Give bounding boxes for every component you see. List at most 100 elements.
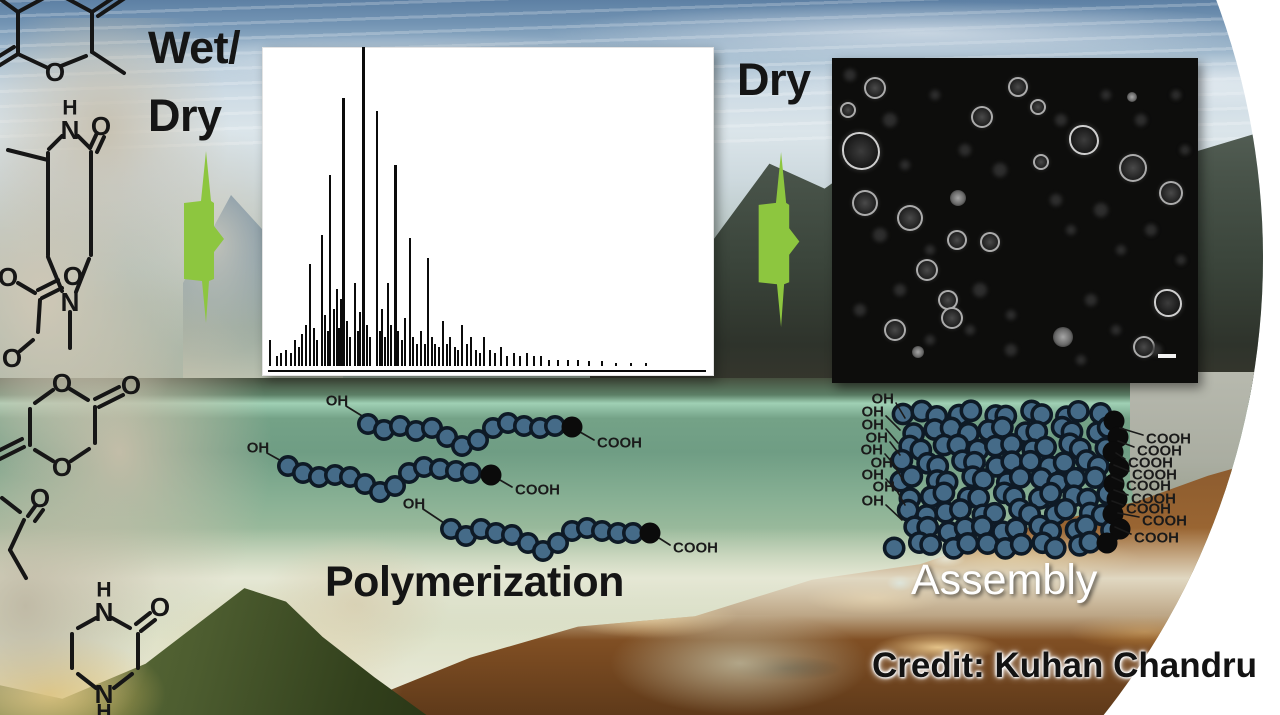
spectrum-peak — [525, 353, 528, 366]
droplet-dim — [894, 284, 907, 297]
assembly-label: Assembly — [911, 556, 1098, 604]
spectrum-peak — [460, 324, 463, 366]
droplet-dim — [925, 335, 936, 346]
droplet-dim — [1115, 245, 1126, 256]
spectrum-peak — [320, 235, 323, 366]
credit-label: Credit: Kuhan Chandru — [872, 646, 1257, 685]
droplet-dim — [959, 143, 972, 156]
spectrum-peak — [415, 343, 418, 366]
spectrum-peak — [362, 47, 365, 366]
droplet-ring — [851, 189, 878, 216]
spectrum-peak — [324, 314, 327, 366]
spectrum-peak — [400, 340, 403, 366]
spectrum-peak — [346, 321, 349, 366]
spectrum-peak — [614, 362, 617, 366]
droplet-dim — [1149, 343, 1162, 356]
spectrum-peak — [494, 353, 497, 366]
spectrum-peak — [408, 238, 411, 366]
spectrum-peak — [506, 356, 509, 366]
spectrum-peak — [294, 340, 297, 366]
spectrum-peak — [427, 257, 430, 366]
droplet-dim — [1180, 144, 1191, 155]
wet-dry-label: Wet/ Dry — [148, 22, 241, 142]
spectrum-peak — [420, 330, 423, 366]
droplet-dim — [1084, 294, 1097, 307]
droplet-ring — [947, 230, 968, 250]
droplet-ring — [1029, 99, 1046, 116]
droplet-dim — [930, 90, 941, 101]
spectrum-peak — [630, 362, 632, 366]
spectrum-peaks — [267, 47, 707, 369]
spectrum-peak — [457, 350, 460, 366]
spectrum-peak — [479, 353, 482, 366]
spectrum-peak — [567, 359, 570, 366]
spectrum-peak — [342, 98, 345, 366]
spectrum-peak — [442, 321, 445, 366]
spectrum-peak — [404, 318, 407, 366]
spectrum-baseline-axis — [267, 369, 707, 372]
spectrum-peak — [394, 165, 397, 366]
spectrum-peak — [297, 346, 300, 366]
dry-label: Dry — [737, 54, 811, 105]
spectrum-peak — [557, 359, 560, 366]
spectrum-peak — [488, 350, 491, 366]
droplet-bright — [1127, 92, 1138, 102]
spectrum-peak — [381, 308, 384, 366]
spectrum-peak — [483, 337, 486, 366]
droplet-bright — [912, 346, 925, 359]
spectrum-peak — [390, 324, 393, 366]
droplet-ring — [916, 258, 939, 281]
spectrum-peak — [430, 337, 433, 366]
spectrum-peak — [338, 327, 341, 366]
spectrum-peak — [453, 346, 456, 366]
droplet-ring — [1118, 153, 1147, 182]
spectrum-peak — [539, 356, 542, 366]
droplet-dim — [1175, 255, 1186, 266]
spectrum-peak — [449, 337, 452, 366]
droplet-ring — [971, 106, 994, 129]
polymerization-label: Polymerization — [325, 558, 624, 606]
spectrum-peak — [445, 343, 448, 366]
droplet-bright — [950, 190, 967, 207]
scale-bar — [1157, 353, 1176, 358]
droplet-dim — [1100, 90, 1111, 101]
droplet-dim — [965, 325, 976, 336]
droplet-ring — [897, 204, 924, 231]
droplet-dim — [973, 283, 988, 298]
spectrum-peak — [275, 356, 278, 366]
droplet-dim — [854, 303, 867, 316]
spectrum-peak — [348, 337, 351, 366]
spectrum-peak — [268, 340, 271, 366]
droplet-dim — [925, 245, 936, 256]
spectrum-peak — [289, 353, 292, 366]
spectrum-peak — [412, 337, 415, 366]
droplet-big — [841, 131, 880, 170]
droplet-ring — [1158, 180, 1183, 205]
spectrum-peak — [512, 353, 515, 366]
wet-dry-arrow-icon — [184, 151, 224, 323]
spectrum-peak — [309, 263, 312, 366]
spectrum-peak — [577, 359, 580, 366]
spectrum-peak — [333, 308, 335, 366]
spectrum-peak — [328, 174, 332, 366]
spectrum-peak — [470, 337, 473, 366]
droplet-dim — [1171, 90, 1182, 101]
spectrum-peak — [356, 330, 359, 366]
droplet-dim — [1134, 114, 1147, 127]
microscopy-panel — [832, 58, 1198, 383]
droplet-dim — [843, 68, 856, 81]
droplet-ring — [884, 319, 907, 342]
spectrum-peak — [335, 289, 338, 366]
mass-spectrum-panel — [262, 47, 714, 376]
droplet-dim — [1065, 224, 1076, 235]
spectrum-peak — [359, 311, 362, 366]
spectrum-peak — [397, 330, 400, 366]
spectrum-peak — [437, 346, 440, 366]
spectrum-peak — [547, 359, 550, 366]
spectrum-peak — [465, 343, 468, 366]
spectrum-peak — [375, 110, 379, 366]
spectrum-peak — [434, 343, 437, 366]
droplet-ring — [840, 102, 857, 118]
